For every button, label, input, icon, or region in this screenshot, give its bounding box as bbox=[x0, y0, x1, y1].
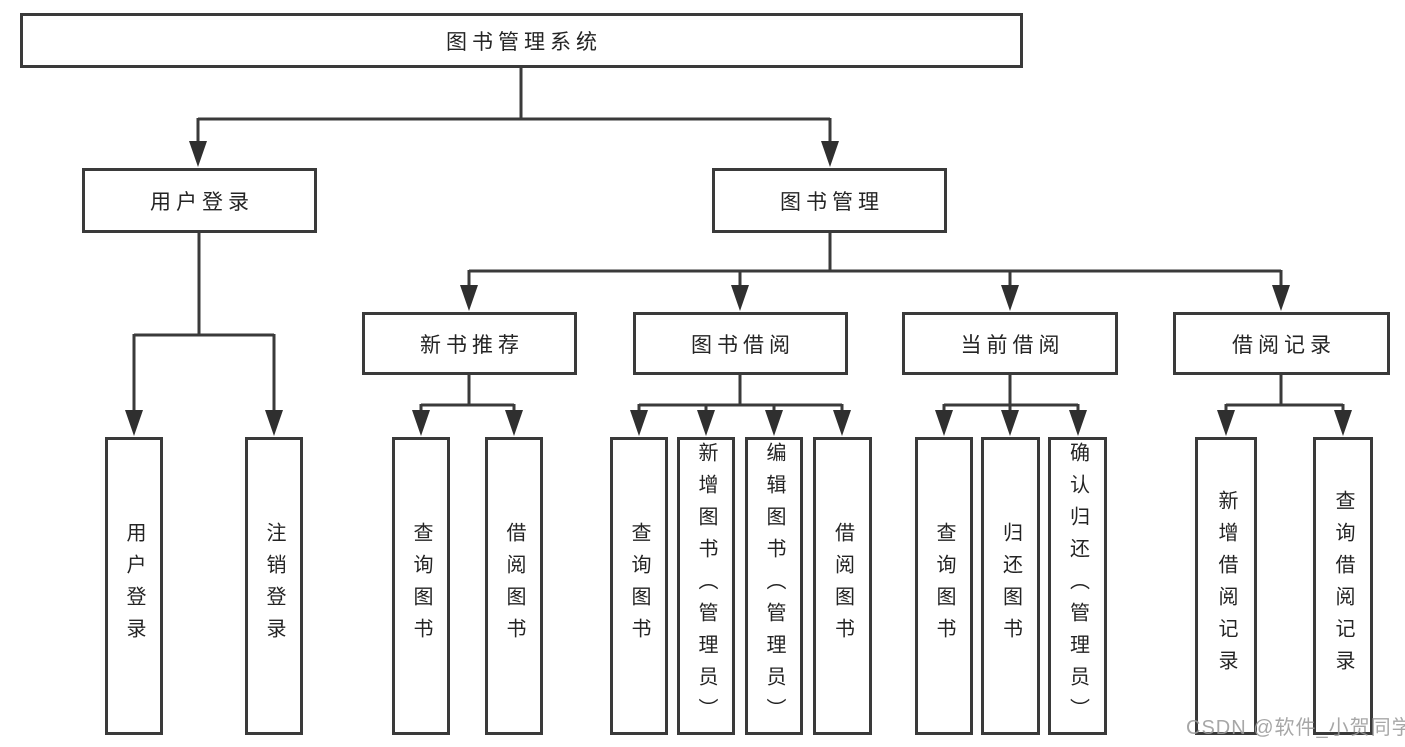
arrowhead-down-icon bbox=[1334, 410, 1352, 436]
arrowhead-down-icon bbox=[189, 141, 207, 167]
arrowheads bbox=[125, 141, 1352, 436]
arrowhead-down-icon bbox=[125, 410, 143, 436]
arrowhead-down-icon bbox=[1217, 410, 1235, 436]
leaf-query-borrow-record: 查询借阅记录 bbox=[1313, 437, 1373, 735]
arrowhead-down-icon bbox=[1069, 410, 1087, 436]
arrowhead-down-icon bbox=[935, 410, 953, 436]
arrowhead-down-icon bbox=[265, 410, 283, 436]
leaf-query-books-recommend: 查询图书 bbox=[392, 437, 450, 735]
arrowhead-down-icon bbox=[1001, 410, 1019, 436]
leaf-add-borrow-record: 新增借阅记录 bbox=[1195, 437, 1257, 735]
leaf-user-login: 用户登录 bbox=[105, 437, 163, 735]
arrowhead-down-icon bbox=[1272, 285, 1290, 311]
node-book-borrow: 图书借阅 bbox=[633, 312, 848, 375]
leaf-edit-books-admin: 编辑图书（管理员） bbox=[745, 437, 803, 735]
node-borrow-records: 借阅记录 bbox=[1173, 312, 1390, 375]
arrowhead-down-icon bbox=[833, 410, 851, 436]
leaf-borrow-books-recommend: 借阅图书 bbox=[485, 437, 543, 735]
arrowhead-down-icon bbox=[697, 410, 715, 436]
arrowhead-down-icon bbox=[765, 410, 783, 436]
leaf-add-books-admin: 新增图书（管理员） bbox=[677, 437, 735, 735]
arrowhead-down-icon bbox=[460, 285, 478, 311]
csdn-watermark: CSDN @软件_小贺同学 bbox=[1186, 717, 1405, 739]
leaf-query-books-current: 查询图书 bbox=[915, 437, 973, 735]
node-root: 图书管理系统 bbox=[20, 13, 1023, 68]
leaf-return-books: 归还图书 bbox=[981, 437, 1040, 735]
node-book-management: 图书管理 bbox=[712, 168, 947, 233]
node-user-login: 用户登录 bbox=[82, 168, 317, 233]
leaf-logout-login: 注销登录 bbox=[245, 437, 303, 735]
node-current-borrow: 当前借阅 bbox=[902, 312, 1118, 375]
arrowhead-down-icon bbox=[630, 410, 648, 436]
arrowhead-down-icon bbox=[821, 141, 839, 167]
leaf-borrow-books: 借阅图书 bbox=[813, 437, 872, 735]
leaf-confirm-return-admin: 确认归还（管理员） bbox=[1048, 437, 1107, 735]
arrowhead-down-icon bbox=[412, 410, 430, 436]
arrowhead-down-icon bbox=[505, 410, 523, 436]
node-new-book-recommend: 新书推荐 bbox=[362, 312, 577, 375]
arrowhead-down-icon bbox=[1001, 285, 1019, 311]
arrowhead-down-icon bbox=[731, 285, 749, 311]
leaf-query-books-borrow: 查询图书 bbox=[610, 437, 668, 735]
